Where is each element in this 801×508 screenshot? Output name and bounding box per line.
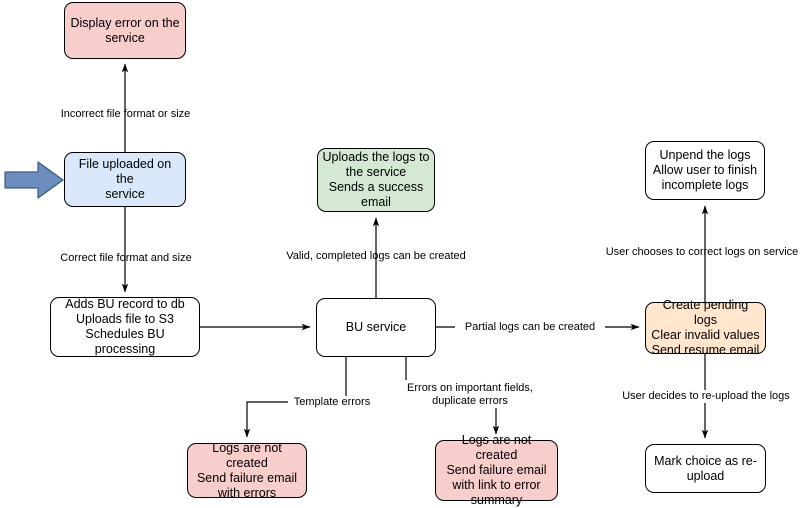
edge-label-partial-logs: Partial logs can be created [455,321,605,334]
edge-label-user-decides-reupload: User decides to re-upload the logs [604,390,801,403]
node-create-pending-logs[interactable]: Create pending logs Clear invalid values… [645,298,766,357]
node-logs-not-created-template[interactable]: Logs are not created Send failure email … [187,441,307,500]
node-file-uploaded-on-service[interactable]: File uploaded on the service [64,152,186,207]
node-uploads-logs-success[interactable]: Uploads the logs to the service Sends a … [317,148,435,212]
node-logs-not-created-errors[interactable]: Logs are not created Send failure email … [435,433,558,507]
node-unpend-logs[interactable]: Unpend the logs Allow user to finish inc… [645,141,765,200]
node-bu-service[interactable]: BU service [316,298,436,357]
edge-label-incorrect-file-format: Incorrect file format or size [60,108,191,120]
edge-label-errors-important-fields: Errors on important fields, duplicate er… [390,382,550,408]
edge-label-user-chooses-correct: User chooses to correct logs on service [605,246,799,258]
edge-label-template-errors: Template errors [288,396,376,409]
node-display-error[interactable]: Display error on the service [64,2,186,59]
node-adds-bu-record[interactable]: Adds BU record to db Uploads file to S3 … [50,297,200,357]
edge-label-valid-completed-logs: Valid, completed logs can be created [286,250,466,262]
node-mark-choice-reupload[interactable]: Mark choice as re- upload [645,444,766,493]
entry-arrow-icon [4,161,64,199]
edge-label-correct-file-format: Correct file format and size [60,252,192,264]
